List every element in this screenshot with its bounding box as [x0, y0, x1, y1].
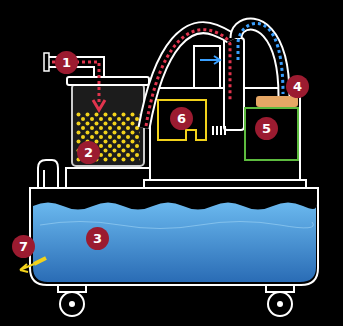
callout-number: 5 [255, 117, 278, 140]
wheel-left [60, 292, 84, 316]
caster-right [266, 285, 294, 292]
control-box [245, 108, 298, 160]
callout-number: 2 [77, 141, 100, 164]
hose-clean [236, 24, 284, 96]
hose-clean-inner [236, 24, 284, 96]
basket-stand [66, 168, 150, 188]
outlet-arrow [20, 264, 34, 272]
callout-number: 6 [170, 107, 193, 130]
tank [30, 188, 318, 285]
separator-cylinder [224, 38, 244, 130]
outlet-valve [34, 258, 46, 264]
filter-housing [194, 46, 220, 88]
flow-arrow [93, 100, 105, 110]
clean-flow-arrow [200, 56, 220, 64]
vent-grill [212, 126, 226, 135]
coolant-water [33, 203, 316, 283]
callout-number: 7 [12, 235, 35, 258]
platform [144, 180, 306, 188]
inlet-flange [44, 53, 49, 71]
callout-number: 1 [55, 51, 78, 74]
hub-right [277, 301, 283, 307]
hub-left [69, 301, 75, 307]
filter-pad [256, 96, 298, 107]
callout-number: 3 [86, 227, 109, 250]
caster-left [58, 285, 86, 292]
clean-flow [238, 24, 283, 94]
wave [40, 222, 313, 229]
filter-basket [72, 84, 144, 166]
basket-lid [67, 77, 149, 85]
wheel-right [268, 292, 292, 316]
callout-number: 4 [286, 75, 309, 98]
motor [158, 100, 206, 140]
